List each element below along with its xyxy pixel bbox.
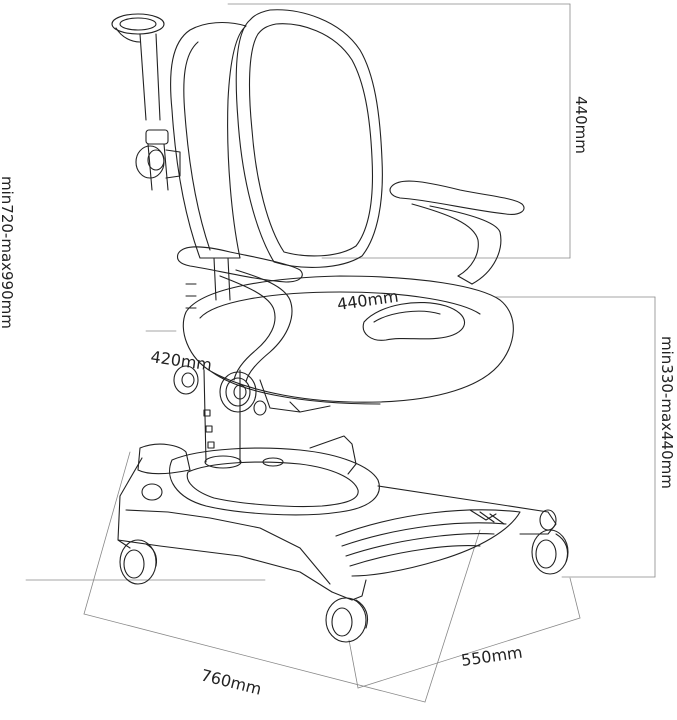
gas-column xyxy=(185,283,242,469)
base-width-label: 760mm xyxy=(199,665,263,698)
backrest-height-label: 440mm xyxy=(572,96,590,154)
seat-height-label: min330-max440mm xyxy=(658,336,676,489)
seat xyxy=(182,275,514,413)
backrest xyxy=(170,9,383,301)
base-depth-label: 550mm xyxy=(460,643,524,670)
seat-depth-label: 420mm xyxy=(149,347,213,374)
armrest-rear xyxy=(389,180,525,285)
armrest-front xyxy=(176,246,303,383)
base xyxy=(117,435,557,601)
dimension-lines xyxy=(25,3,656,703)
backrest-post xyxy=(111,13,181,191)
total-height-label: min720-max990mm xyxy=(0,176,16,329)
wheels xyxy=(119,483,569,643)
knobs xyxy=(173,365,301,416)
seat-width-label: 440mm xyxy=(336,287,400,314)
